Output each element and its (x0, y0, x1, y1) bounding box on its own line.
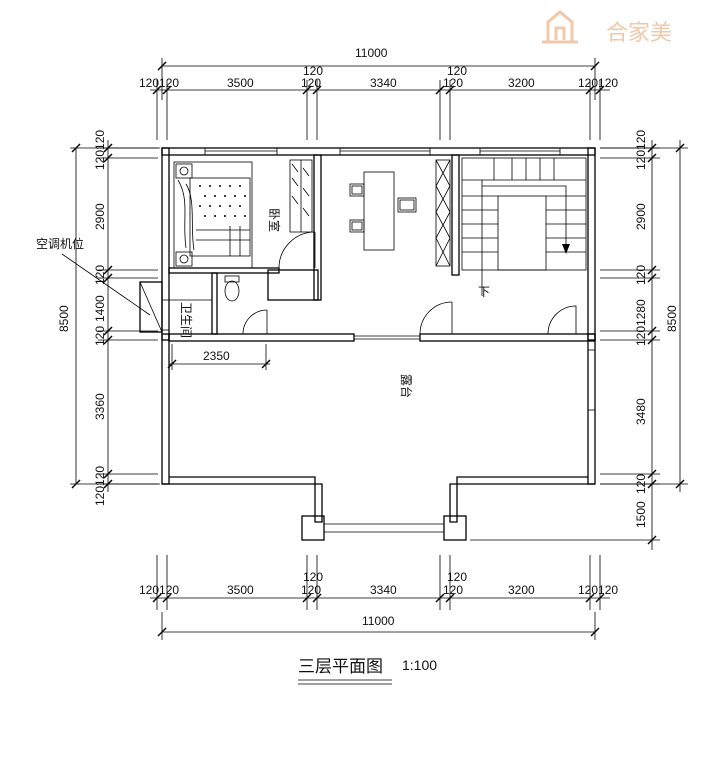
wardrobe (289, 159, 313, 233)
watermark-logo: 合家美 (542, 10, 672, 46)
windows (161, 147, 596, 411)
bottom-dimensions: 120120 3500 120 120 3340 120 120 3200 12… (139, 555, 618, 640)
desk-and-chairs (349, 171, 417, 251)
left-dimensions: 8500 120120 2900 120 1400 120 3360 (57, 130, 160, 506)
dim-bottom-total: 11000 (362, 614, 395, 628)
stair-down-label: 下 (478, 285, 490, 299)
cabinet (435, 159, 451, 267)
terrace-width-dimension: 2350 (167, 344, 271, 370)
dim-right-seg-1: 2900 (634, 203, 648, 230)
dim-right-seg-4: 120 (634, 326, 648, 346)
dim-right-total: 8500 (665, 305, 679, 332)
dim-left-seg-1: 2900 (93, 203, 107, 230)
dim-bottom-seg-0: 120120 (139, 583, 179, 597)
stair-down-arrow-icon (562, 244, 570, 254)
dim-bottom-seg-1: 3500 (227, 583, 254, 597)
right-dimensions: 8500 120120 2900 120 1280 12 (470, 130, 688, 550)
dim-left-seg-5: 3360 (93, 393, 107, 420)
dim-top-seg-7: 3200 (508, 76, 535, 90)
dim-terrace-width: 2350 (203, 349, 230, 363)
room-label-terrace: 露台 (399, 374, 414, 398)
dim-left-total: 8500 (57, 305, 71, 332)
exterior-walls (161, 147, 596, 541)
dim-top-seg-5: 120 (447, 64, 467, 78)
dim-bottom-seg-5: 120 (447, 570, 467, 584)
dim-left-seg-0: 120120 (93, 130, 107, 170)
dim-left-seg-6: 120120 (93, 466, 107, 506)
bed (173, 161, 253, 269)
dim-top-seg-4: 3340 (370, 76, 397, 90)
dim-right-seg-6: 120 (634, 474, 648, 494)
dim-bottom-seg-2: 120 (303, 570, 323, 584)
plan-scale: 1:100 (402, 657, 437, 673)
house-logo-icon (542, 10, 578, 44)
dim-left-seg-4: 120 (93, 326, 107, 346)
dim-right-seg-5: 3480 (634, 398, 648, 425)
dim-top-seg-2: 120 (303, 64, 323, 78)
toilet (224, 275, 240, 302)
room-label-bedroom: 卧室 (267, 208, 282, 232)
dim-top-seg-1: 3500 (227, 76, 254, 90)
dim-right-seg-3: 1280 (634, 299, 648, 326)
ac-unit-callout: 空调机位 (36, 236, 151, 316)
dim-left-seg-2: 120 (93, 265, 107, 285)
dim-right-seg-0: 120120 (634, 130, 648, 170)
dim-bottom-seg-4: 3340 (370, 583, 397, 597)
dim-bottom-seg-3: 120 (301, 583, 321, 597)
drawing-title-block: 三层平面图 1:100 (298, 657, 437, 685)
ac-unit-label: 空调机位 (36, 236, 84, 251)
dim-left-seg-3: 1400 (93, 295, 107, 322)
interior-walls (139, 154, 596, 342)
staircase (461, 157, 587, 296)
plan-title: 三层平面图 (298, 657, 383, 677)
dim-top-total: 11000 (355, 46, 388, 60)
dim-right-seg-7: 1500 (634, 501, 648, 528)
dim-top-seg-3: 120 (301, 76, 321, 90)
dim-top-seg-0: 120120 (139, 76, 179, 90)
room-label-bathroom: 卫生间 (179, 302, 193, 338)
dim-top-seg-8: 120120 (578, 76, 618, 90)
dim-bottom-seg-7: 3200 (508, 583, 535, 597)
dim-bottom-seg-6: 120 (443, 583, 463, 597)
dim-bottom-seg-8: 120120 (578, 583, 618, 597)
dim-right-seg-2: 120 (634, 265, 648, 285)
dim-top-seg-6: 120 (443, 76, 463, 90)
watermark-text: 合家美 (606, 21, 672, 46)
top-dimensions: 11000 120120 3500 120 120 3340 120 (139, 46, 618, 140)
